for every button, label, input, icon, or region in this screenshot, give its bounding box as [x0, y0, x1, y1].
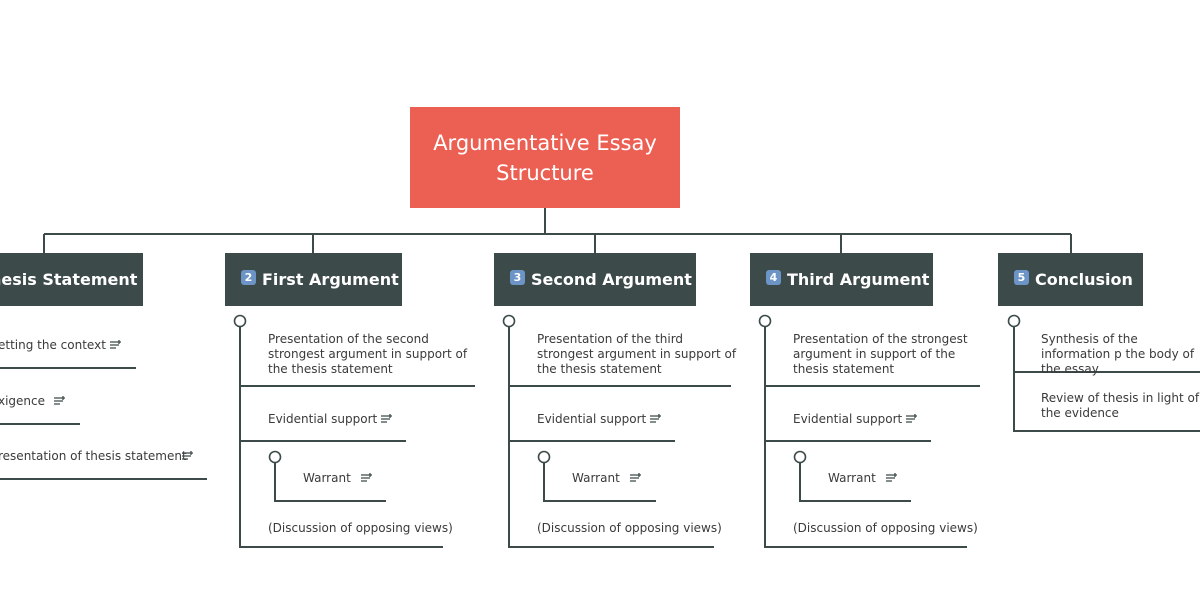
- topic-presentation-argument[interactable]: Presentation of the third strongest argu…: [537, 332, 737, 376]
- root-topic-label: Argumentative Essay Structure: [433, 130, 657, 185]
- notes-icon[interactable]: [885, 472, 898, 484]
- topic-warrant[interactable]: Warrant: [303, 471, 351, 485]
- notes-icon[interactable]: [649, 413, 662, 425]
- topic-review-thesis[interactable]: Review of thesis in light of the evidenc…: [1041, 391, 1200, 420]
- branch-conclusion[interactable]: 5 Conclusion: [998, 253, 1143, 306]
- topic-opposing-views[interactable]: (Discussion of opposing views): [537, 521, 722, 535]
- branch-third-argument[interactable]: 4 Third Argument: [750, 253, 933, 306]
- collapse-toggle-icon: [233, 314, 247, 328]
- root-topic[interactable]: Argumentative Essay Structure: [410, 107, 680, 208]
- notes-icon[interactable]: [181, 450, 194, 462]
- number-badge-icon: 4: [766, 270, 781, 285]
- topic-synthesis[interactable]: Synthesis of the information p the body …: [1041, 332, 1195, 376]
- topic-evidential-support[interactable]: Evidential support: [793, 412, 903, 426]
- branch-label: Second Argument: [531, 270, 692, 289]
- branch-label: First Argument: [262, 270, 399, 289]
- notes-icon[interactable]: [360, 472, 373, 484]
- branch-label: Third Argument: [787, 270, 930, 289]
- notes-icon[interactable]: [905, 413, 918, 425]
- number-badge-icon: 3: [510, 270, 525, 285]
- subtree-connector: [543, 462, 656, 502]
- collapse-toggle-icon: [502, 314, 516, 328]
- topic-presentation-thesis[interactable]: resentation of thesis statement: [0, 449, 187, 463]
- branch-second-argument[interactable]: 3 Second Argument: [494, 253, 696, 306]
- collapse-toggle-icon: [1007, 314, 1021, 328]
- topic-opposing-views[interactable]: (Discussion of opposing views): [793, 521, 978, 535]
- notes-icon[interactable]: [380, 413, 393, 425]
- collapse-toggle-icon: [268, 450, 282, 464]
- topic-setting-context[interactable]: etting the context: [0, 338, 106, 352]
- topic-warrant[interactable]: Warrant: [828, 471, 876, 485]
- topic-evidential-support[interactable]: Evidential support: [537, 412, 647, 426]
- notes-icon[interactable]: [109, 339, 122, 351]
- subtree-connector: [239, 327, 443, 548]
- branch-first-argument[interactable]: 2 First Argument: [225, 253, 402, 306]
- subtree-connector: [1013, 327, 1200, 432]
- collapse-toggle-icon: [758, 314, 772, 328]
- topic-exigence[interactable]: xigence: [0, 394, 46, 408]
- subtree-connector: [799, 462, 911, 502]
- topic-opposing-views[interactable]: (Discussion of opposing views): [268, 521, 453, 535]
- number-badge-icon: 2: [241, 270, 256, 285]
- branch-thesis-statement[interactable]: hesis Statement: [0, 253, 143, 306]
- collapse-toggle-icon: [537, 450, 551, 464]
- topic-presentation-argument[interactable]: Presentation of the strongest argument i…: [793, 332, 968, 376]
- collapse-toggle-icon: [793, 450, 807, 464]
- subtree-connector: [508, 327, 714, 548]
- subtree-connector: [274, 462, 386, 502]
- branch-label: hesis Statement: [0, 270, 138, 289]
- topic-warrant[interactable]: Warrant: [572, 471, 620, 485]
- topic-presentation-argument[interactable]: Presentation of the second strongest arg…: [268, 332, 468, 376]
- subtree-connector: [764, 327, 967, 548]
- notes-icon[interactable]: [629, 472, 642, 484]
- number-badge-icon: 5: [1014, 270, 1029, 285]
- notes-icon[interactable]: [53, 395, 66, 407]
- branch-label: Conclusion: [1035, 270, 1133, 289]
- topic-evidential-support[interactable]: Evidential support: [268, 412, 378, 426]
